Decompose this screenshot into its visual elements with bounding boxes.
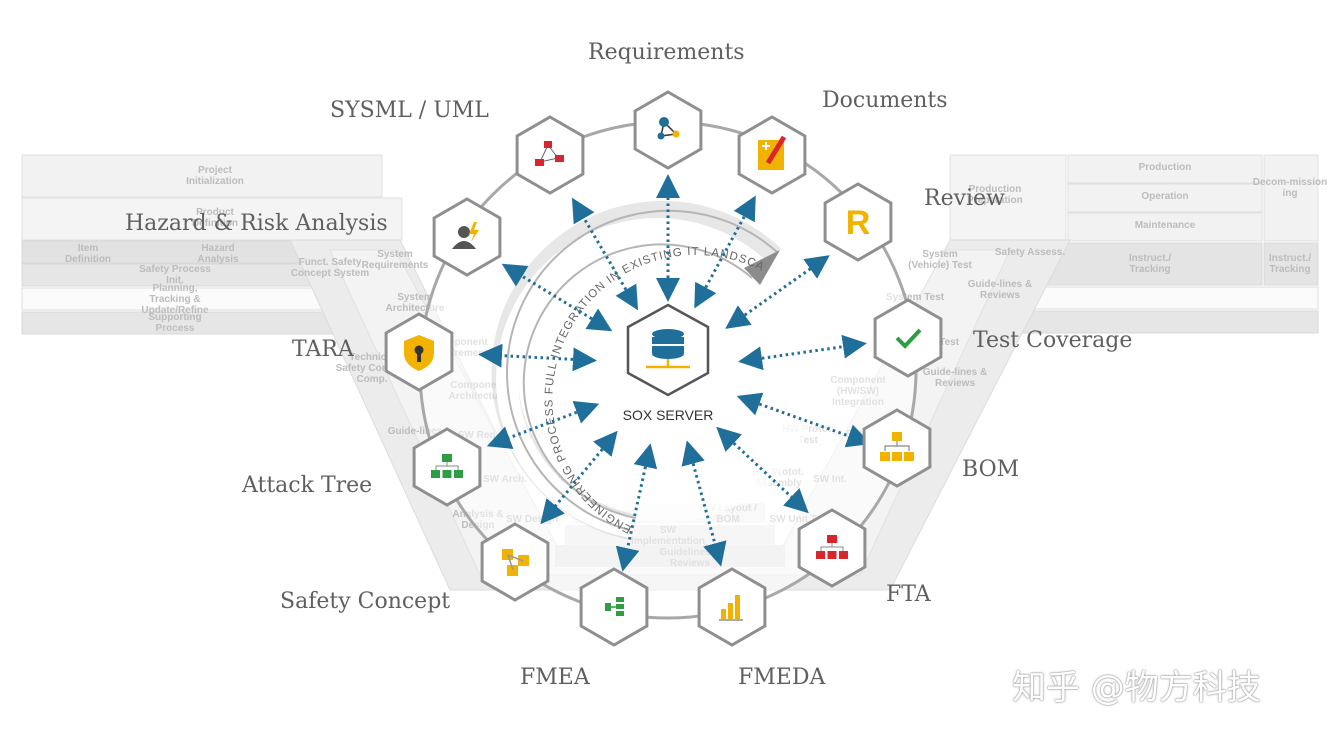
sync-arrow [486,401,600,449]
node-attack-tree[interactable] [412,427,482,507]
bar-chart-icon [719,595,743,621]
bg-label: Operation [1141,191,1188,202]
bg-label: Guide-lines [388,426,443,437]
node-label-fmeda: FMEDA [738,665,826,690]
bg-label: Instruct./Tracking [1129,253,1171,275]
attack-tree-icon [431,454,463,478]
bg-label: Planning,Tracking &Update/Refine [141,283,209,316]
checkmark-icon [895,328,922,349]
bg-label: Instruct./Tracking [1269,253,1311,275]
node-fmeda[interactable] [697,567,767,647]
node-requirements[interactable] [633,90,703,170]
connected-blocks-icon [502,549,529,576]
node-label-hazard-risk-analysis: Hazard & Risk Analysis [125,211,388,236]
sync-arrow [478,343,597,372]
letter-r-icon: R [846,204,871,242]
node-fmea[interactable] [579,567,649,647]
graph-network-icon [657,117,680,140]
cube-hierarchy-icon [880,432,914,461]
node-review[interactable]: R [823,182,893,262]
sync-arrow [540,430,618,525]
node-label-review: Review [924,186,1005,211]
node-label-fmea: FMEA [520,665,590,690]
tree-hierarchy-icon [816,535,848,559]
user-lightning-icon [452,222,479,249]
bg-label: Production [1139,162,1192,173]
node-label-requirements: Requirements [588,40,745,65]
node-hazard-risk-analysis[interactable] [432,197,502,277]
node-label-fta: FTA [886,582,931,607]
svg-text:R: R [846,204,871,242]
sync-arrow [736,392,872,448]
node-safety-concept[interactable] [480,522,550,602]
node-test-coverage[interactable] [873,298,943,378]
database-icon [646,329,690,369]
bg-label: System Test [886,292,945,303]
node-label-bom: BOM [962,457,1020,482]
bg-label: Guide-lines &Reviews [923,367,987,389]
node-bom[interactable] [862,408,932,488]
node-fta[interactable] [797,508,867,588]
uml-diagram-icon [535,141,564,166]
center-label: SOX SERVER [623,407,714,423]
bg-label: System(Vehicle) Test [908,249,972,271]
watermark: 知乎 @物方科技 [1012,668,1261,708]
node-sysml-uml[interactable] [515,115,585,195]
node-label-tara: TARA [292,337,354,362]
branch-table-icon [605,597,624,616]
node-label-test-coverage: Test Coverage [973,328,1133,353]
bg-label: Maintenance [1135,220,1196,231]
sox-server[interactable]: SOX SERVER [623,303,714,423]
node-tara[interactable] [384,312,454,392]
shield-keyhole-icon [404,335,434,371]
bg-label: Safety Assess. [995,247,1065,258]
bg-label: Guide-lines &Reviews [968,279,1032,301]
node-documents[interactable] [737,115,807,195]
document-pencil-icon [758,135,787,170]
node-label-documents: Documents [822,88,948,113]
sync-arrow [716,426,809,514]
node-label-sysml-uml: SYSML / UML [330,98,489,123]
node-label-safety-concept: Safety Concept [280,589,451,614]
node-label-attack-tree: Attack Tree [242,473,373,498]
